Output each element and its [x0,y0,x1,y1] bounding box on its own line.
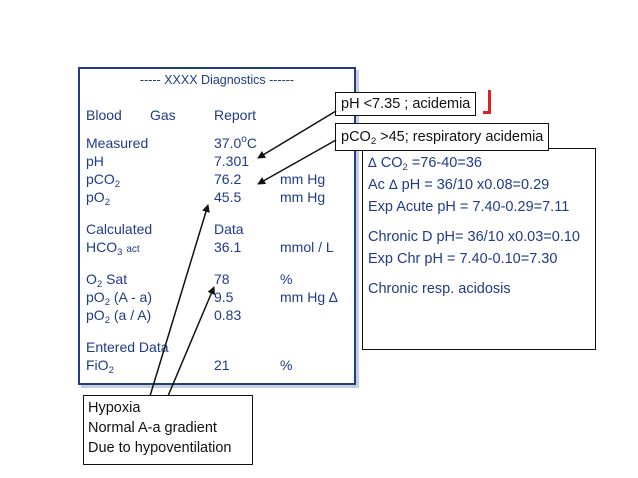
hypoxia-explanation-box: Hypoxia Normal A-a gradient Due to hypov… [83,395,253,465]
o2sat-label: O2 Sat [86,271,128,290]
po2-label: pO2 [86,189,110,208]
po2-aa-unit: mm Hg ∆ [280,289,338,305]
fio2-value: 21 [214,357,230,373]
ph-value: 7.301 [214,153,250,169]
pco2-value: 76.2 [214,171,242,187]
po2-ratio-row: pO2 (a / A) 0.83 [80,307,354,325]
po2-aa-row: pO2 (A - a) 9.5 mm Hg ∆ [80,289,354,307]
measured-row: Measured 37.0oC [80,135,354,153]
ph-row: pH 7.301 [80,153,354,171]
pco2-unit: mm Hg [280,171,326,187]
hco3-label: HCO3 act [86,239,140,258]
po2-value: 45.5 [214,189,242,205]
ph-label: pH [86,153,104,169]
measured-label: Measured [86,135,149,151]
red-bracket-mark [483,90,491,114]
hypoxia-line: Hypoxia [88,400,141,416]
po2-aa-value: 9.5 [214,289,234,305]
fio2-unit: % [280,357,293,373]
hco3-value: 36.1 [214,239,242,255]
header-report: Report [214,107,257,123]
data-label: Data [214,221,244,237]
report-title: ----- XXXX Diagnostics ------ [139,73,295,87]
calc-line-delta-co2: ∆ CO2 =76-40=36 [368,155,482,173]
calc-line-acute-delta-ph: Ac ∆ pH = 36/10 x0.08=0.29 [368,177,550,193]
po2-row: pO2 45.5 mm Hg [80,189,354,207]
calc-line-conclusion: Chronic resp. acidosis [368,281,511,297]
entered-data-row: Entered Data [80,339,354,357]
entered-data-label: Entered Data [86,339,169,355]
o2sat-value: 78 [214,271,230,287]
po2-unit: mm Hg [280,189,326,205]
blood-gas-report: ----- XXXX Diagnostics ------ Blood Gas … [78,67,356,385]
calculated-row: Calculated Data [80,221,354,239]
hco3-unit: mmol / L [280,239,334,255]
po2-ratio-value: 0.83 [214,307,242,323]
aa-gradient-line: Normal A-a gradient [88,420,217,436]
temperature-value: 37.0oC [214,134,257,152]
hco3-row: HCO3 act 36.1 mmol / L [80,239,354,257]
o2sat-row: O2 Sat 78 % [80,271,354,289]
o2sat-unit: % [280,271,293,287]
arrow-to-aa-gradient [167,286,215,397]
calculation-box: ∆ CO2 =76-40=36 Ac ∆ pH = 36/10 x0.08=0.… [362,148,596,350]
fio2-label: FiO2 [86,357,114,376]
header-blood: Blood [86,107,122,123]
calc-line-chronic-delta-ph: Chronic D pH= 36/10 x0.03=0.10 [368,229,580,245]
header-gas: Gas [150,107,176,123]
calc-line-exp-acute-ph: Exp Acute pH = 7.40-0.29=7.11 [368,199,570,215]
pco2-row: pCO2 76.2 mm Hg [80,171,354,189]
calc-line-exp-chronic-ph: Exp Chr pH = 7.40-0.10=7.30 [368,251,558,267]
arrow-to-po2 [149,204,210,397]
pco2-label: pCO2 [86,171,121,190]
arrow-to-pco2 [257,139,337,185]
hypoventilation-line: Due to hypoventilation [88,440,232,456]
ph-acidemia-callout: pH <7.35 ; acidemia [335,92,477,116]
header-row: Blood Gas Report [80,107,354,125]
po2-aa-label: pO2 (A - a) [86,289,152,308]
pco2-acidemia-callout: pCO2 >45; respiratory acidemia [335,123,550,151]
po2-ratio-label: pO2 (a / A) [86,307,152,326]
fio2-row: FiO2 21 % [80,357,354,375]
arrow-to-ph [257,110,337,159]
calculated-label: Calculated [86,221,153,237]
